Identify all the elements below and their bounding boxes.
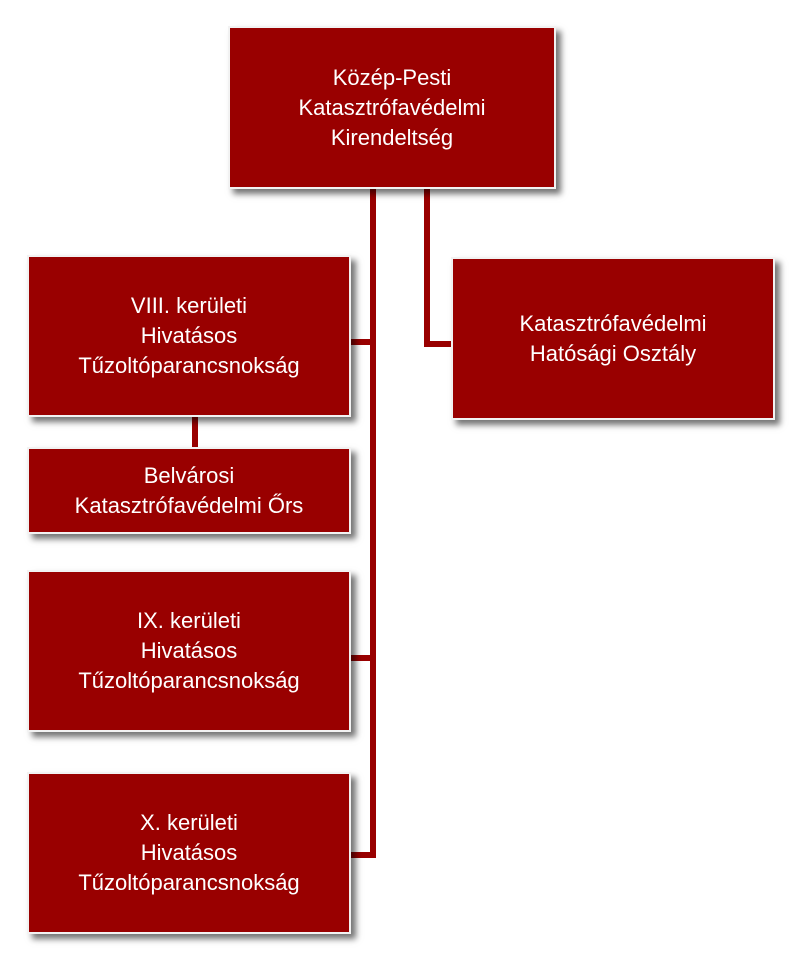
connector-main-trunk <box>370 188 376 858</box>
unit-box-authority: Katasztrófavédelmi Hatósági Osztály <box>451 257 775 420</box>
connector-x <box>350 852 376 858</box>
connector-belvarosi <box>192 415 198 449</box>
connector-authority-vertical <box>424 188 430 346</box>
unit-box-ix: IX. kerületi Hivatásos Tűzoltóparancsnok… <box>27 570 351 732</box>
unit-box-belvarosi: Belvárosi Katasztrófavédelmi Őrs <box>27 447 351 534</box>
unit-box-viii: VIII. kerületi Hivatásos Tűzoltóparancsn… <box>27 255 351 417</box>
root-box: Közép-Pesti Katasztrófavédelmi Kirendelt… <box>228 26 556 189</box>
unit-box-x: X. kerületi Hivatásos Tűzoltóparancsnoks… <box>27 772 351 934</box>
connector-authority-horizontal <box>424 341 454 347</box>
connector-viii <box>350 339 376 345</box>
connector-ix <box>350 655 376 661</box>
